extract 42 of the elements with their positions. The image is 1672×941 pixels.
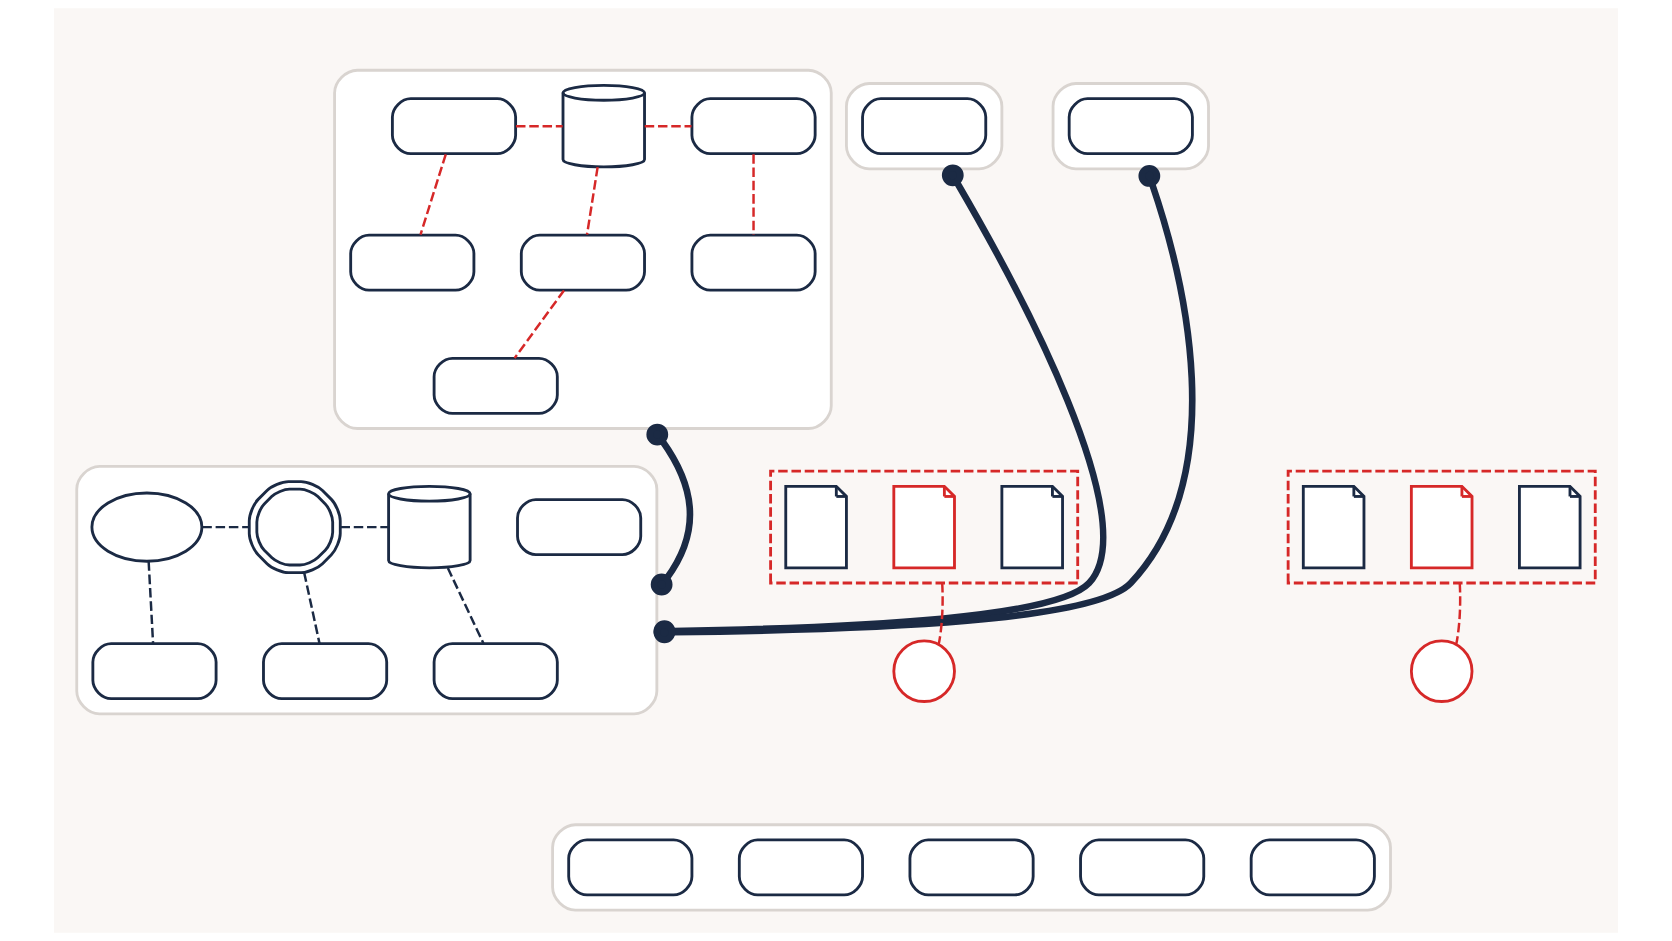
node-box [567,838,694,897]
node-box [908,838,1035,897]
cluster [1051,82,1210,171]
connector [340,525,389,529]
node-box [861,97,988,156]
node-box [432,356,559,415]
node-box [390,97,518,156]
connector [1455,582,1462,645]
node-circle [892,639,956,703]
cluster [75,465,659,716]
node-box [519,233,646,292]
node-box [516,498,643,556]
connector [752,154,755,235]
connector [419,153,447,235]
connector [513,289,565,359]
node-box [690,233,817,292]
cluster [551,823,1392,912]
connector [202,525,249,529]
connector [147,561,155,644]
cluster [845,82,1004,171]
node-box [690,97,817,156]
connector [516,124,563,128]
connector [644,124,692,128]
connector [302,572,321,644]
node-box [1067,97,1194,156]
cluster [1286,469,1597,585]
connector [646,423,694,596]
node-gear [247,480,342,575]
node-cloud [90,491,204,563]
node-box [432,642,559,701]
node-box [737,838,864,897]
node-box [91,642,218,701]
connector [585,166,599,235]
node-box [1249,838,1376,897]
cluster [769,469,1080,585]
node-box [262,642,389,701]
connector [937,582,944,645]
node-circle [1409,639,1474,703]
node-box [1079,838,1206,897]
cluster [333,68,833,430]
node-box [349,233,476,292]
connector [446,567,485,644]
